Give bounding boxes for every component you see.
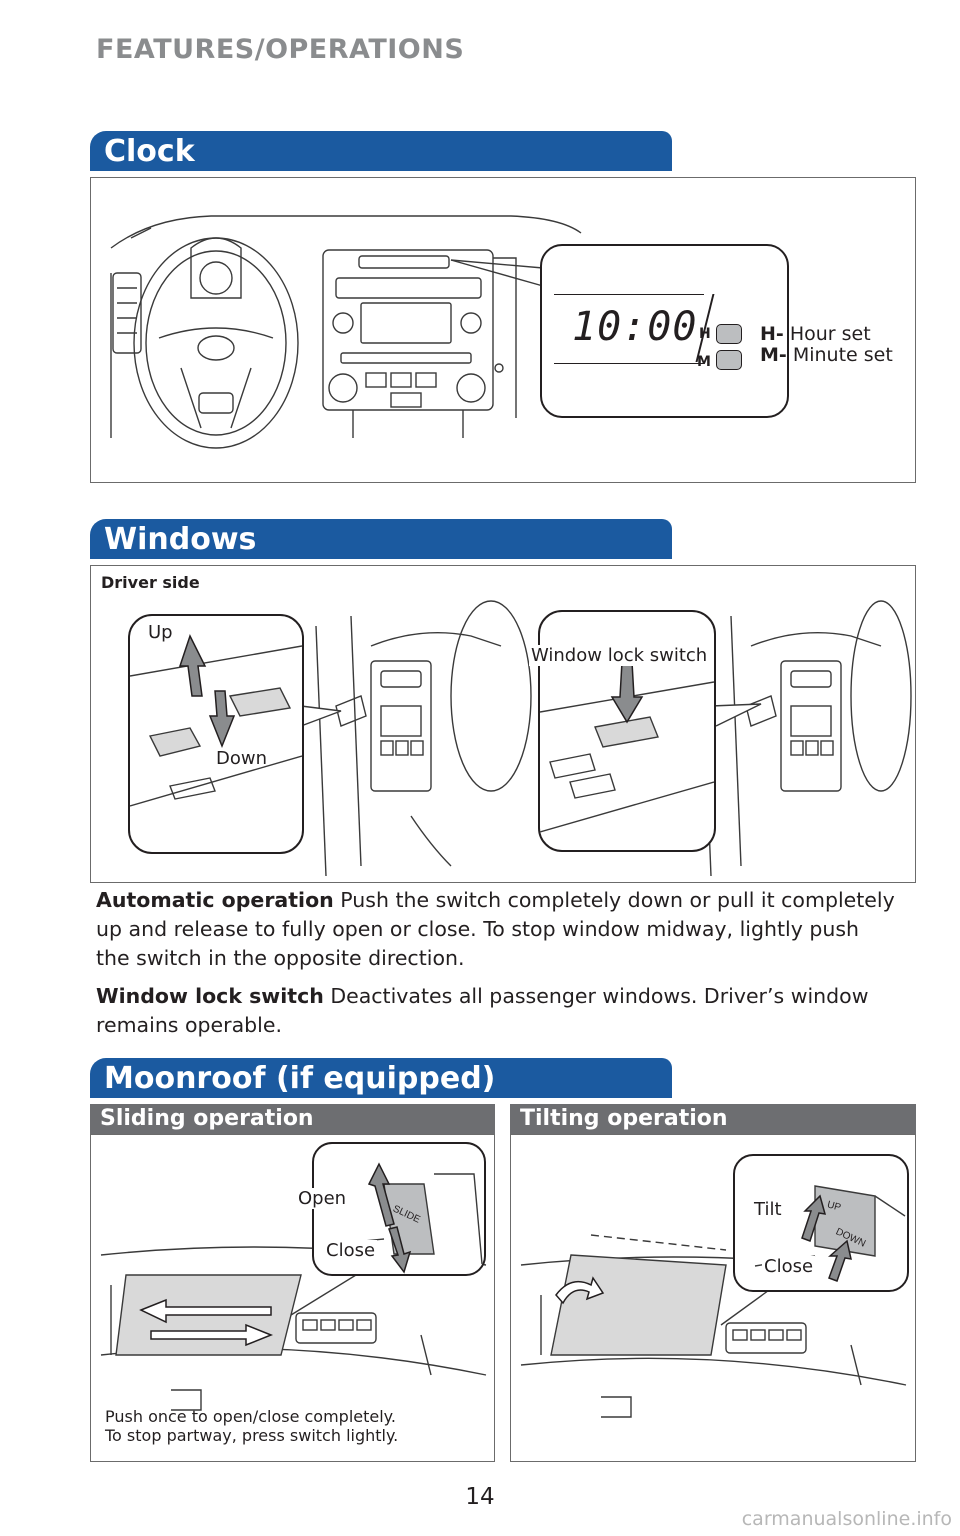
windows-section-title: Windows	[104, 522, 257, 557]
sliding-note-line-1: Push once to open/close completely.	[105, 1407, 396, 1426]
driver-door-illustration	[300, 600, 912, 877]
moonroof-section-title: Moonroof (if equipped)	[104, 1061, 496, 1096]
tilt-arrow-icon	[801, 1194, 827, 1242]
window-switch-illustration	[130, 634, 302, 807]
tilt-label: Tilt	[752, 1199, 784, 1220]
slide-open-arrow-icon	[139, 1298, 272, 1324]
minute-set-button[interactable]	[716, 350, 742, 370]
down-arrow-icon	[208, 690, 236, 749]
window-lock-title: Window lock switch	[96, 984, 324, 1008]
clock-time-readout: 10:00	[572, 304, 698, 350]
window-lock-text: Deactivates all passenger windows. Drive…	[96, 984, 869, 1037]
slide-close-arrow-icon	[150, 1323, 274, 1347]
clock-legend: H- Hour set M- Minute set	[760, 324, 893, 366]
down-label: Down	[216, 748, 268, 769]
tilt-switch-illustration: UP DOWN	[754, 1185, 906, 1282]
close-label: Close	[324, 1240, 378, 1261]
m-button-label: M	[697, 354, 711, 370]
up-label: Up	[148, 622, 173, 643]
window-lock-switch-label: Window lock switch	[529, 645, 710, 666]
dashboard-illustration	[110, 215, 582, 449]
page-number: 14	[465, 1484, 495, 1510]
sliding-note: Push once to open/close completely. To s…	[105, 1407, 398, 1445]
minute-set-legend: M- Minute set	[760, 344, 893, 366]
clock-section-title: Clock	[104, 134, 195, 169]
automatic-operation-paragraph: Automatic operation Push the switch comp…	[96, 886, 896, 973]
tilting-operation-header: Tilting operation	[510, 1104, 916, 1134]
open-label: Open	[296, 1188, 349, 1209]
watermark: carmanualsonline.info	[741, 1508, 952, 1530]
clock-zoom-panel: 10:00 H M	[540, 244, 789, 418]
window-lock-paragraph: Window lock switch Deactivates all passe…	[96, 982, 896, 1040]
tilt-close-arrow-icon	[828, 1239, 852, 1282]
clock-display	[554, 294, 704, 364]
driver-side-label: Driver side	[101, 573, 200, 592]
lock-press-arrow-icon	[610, 661, 644, 724]
tilt-close-label: Close	[762, 1256, 816, 1277]
h-button-label: H	[699, 326, 711, 342]
page-header: FEATURES/OPERATIONS	[96, 34, 465, 65]
sliding-note-line-2: To stop partway, press switch lightly.	[105, 1426, 399, 1445]
moonroof-section-tab: Moonroof (if equipped)	[90, 1058, 672, 1098]
automatic-operation-text: Push the switch completely down or pull …	[96, 888, 895, 970]
close-arrow-icon	[388, 1226, 412, 1274]
tilt-switch-zoom: UP DOWN	[733, 1154, 909, 1292]
open-arrow-icon	[367, 1162, 395, 1227]
window-switch-zoom	[128, 614, 304, 854]
sliding-operation-header: Sliding operation	[90, 1104, 495, 1134]
hour-set-button[interactable]	[716, 324, 742, 344]
windows-section-tab: Windows	[90, 519, 672, 559]
window-lock-illustration	[540, 661, 714, 833]
automatic-operation-title: Automatic operation	[96, 888, 334, 912]
tilt-motion-arrow-icon	[555, 1276, 605, 1305]
up-switch-text: UP	[826, 1199, 843, 1213]
clock-section-tab: Clock	[90, 131, 672, 171]
up-arrow-icon	[178, 634, 207, 697]
hour-set-legend: H- Hour set	[760, 323, 871, 345]
